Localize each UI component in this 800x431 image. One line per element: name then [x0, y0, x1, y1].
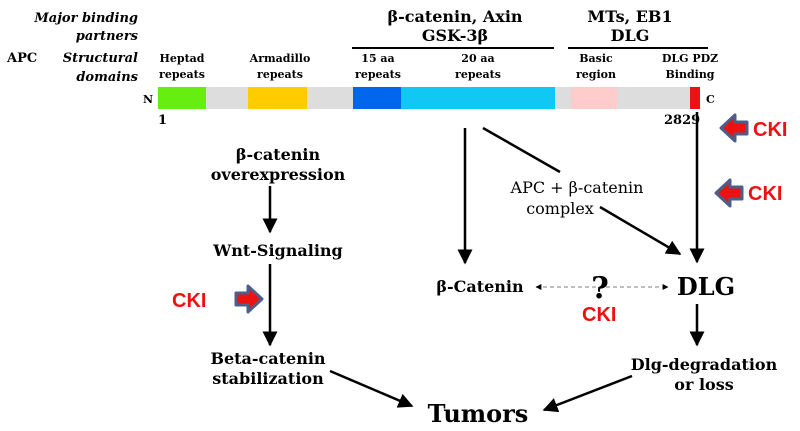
- node-complex-1: APC + β-catenin: [510, 178, 644, 197]
- cki-label-mid: CKI: [748, 183, 782, 205]
- partner-beta-catenin-axin: β-catenin, Axin: [387, 7, 522, 26]
- domain-15aa-label-1: 15 aa: [361, 52, 394, 65]
- domain-basic-label-1: Basic: [579, 52, 613, 65]
- node-beta-catenin-overexpression-1: β-catenin: [236, 145, 321, 164]
- partner-mts-eb1: MTs, EB1: [587, 7, 672, 26]
- structural-label-2: domains: [76, 70, 138, 85]
- arrow-degradation-to-tumors: [542, 374, 633, 413]
- major-binding-label-1: Major binding: [33, 11, 138, 26]
- domain-armadillo: [248, 87, 307, 109]
- domain-pdz: [690, 87, 700, 109]
- c-terminus: C: [706, 93, 715, 106]
- node-tumors: Tumors: [428, 399, 529, 428]
- node-beta-catenin: β-Catenin: [436, 277, 524, 296]
- domain-basic-label-2: region: [576, 68, 616, 81]
- cki-label-top: CKI: [753, 119, 787, 141]
- apc-label: APC: [6, 51, 37, 66]
- structural-label-1: Structural: [63, 51, 138, 66]
- node-wnt-signaling: Wnt-Signaling: [212, 241, 342, 260]
- domain-15aa-label-2: repeats: [355, 68, 401, 81]
- domain-basic: [571, 87, 617, 109]
- arrow-stabilization-to-tumors: [329, 369, 414, 408]
- domain-heptad: [158, 87, 206, 109]
- node-dlg-degradation-2: or loss: [674, 375, 733, 394]
- cki-arrow-top-icon: [719, 113, 749, 143]
- major-binding-label-2: partners: [76, 29, 139, 44]
- residue-end: 2829: [664, 113, 700, 128]
- domain-20aa-label-2: repeats: [455, 68, 501, 81]
- domain-heptad-label-2: repeats: [159, 68, 205, 81]
- domain-armadillo-label-2: repeats: [257, 68, 303, 81]
- node-dlg: DLG: [677, 272, 735, 301]
- n-terminus: N: [143, 93, 153, 106]
- arrow-complex-to-dlg: [599, 205, 682, 256]
- domain-armadillo-label-1: Armadillo: [249, 52, 311, 65]
- domain-pdz-label-2: Binding: [665, 68, 714, 81]
- domain-15aa: [353, 87, 401, 109]
- domain-heptad-label-1: Heptad: [160, 52, 205, 65]
- partner-gsk3b: GSK-3β: [422, 26, 488, 45]
- cki-label-left: CKI: [172, 290, 206, 312]
- partner-dlg: DLG: [611, 26, 650, 45]
- cki-arrow-mid-icon: [714, 178, 744, 208]
- line-apc-to-complex: [482, 126, 561, 174]
- unknown-link-question-mark: ?: [591, 271, 609, 306]
- node-dlg-degradation-1: Dlg-degradation: [631, 355, 778, 374]
- node-beta-catenin-overexpression-2: overexpression: [211, 165, 346, 184]
- cki-arrow-left-icon: [234, 284, 264, 314]
- domain-20aa: [401, 87, 555, 109]
- domain-20aa-label-1: 20 aa: [461, 52, 494, 65]
- node-beta-catenin-stabilization-2: stabilization: [212, 369, 324, 388]
- node-beta-catenin-stabilization-1: Beta-catenin: [210, 349, 325, 368]
- domain-pdz-label-1: DLG PDZ: [662, 52, 718, 65]
- node-complex-2: complex: [526, 199, 594, 218]
- residue-start: 1: [158, 113, 167, 128]
- cki-label-center: CKI: [582, 304, 616, 326]
